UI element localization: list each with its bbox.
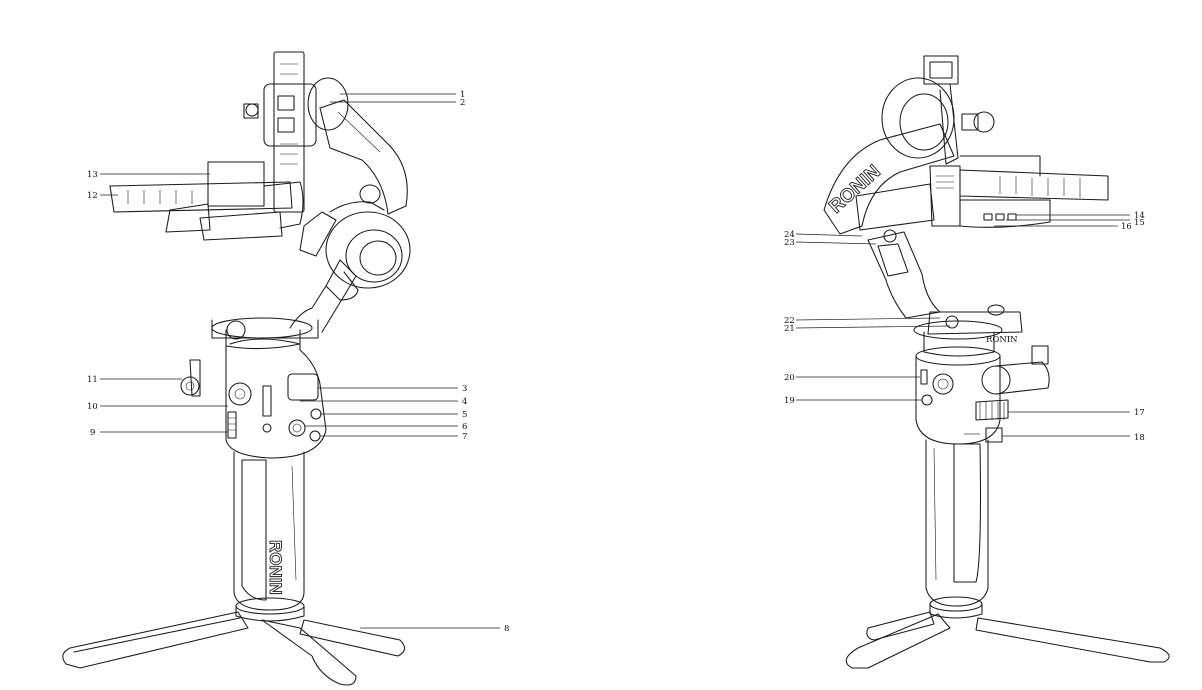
callout-7: 7 (462, 432, 467, 442)
right-port-a (983, 213, 993, 221)
callout-19: 19 (784, 396, 795, 406)
right-trigger (985, 427, 1003, 443)
right-callout-labels: 14 15 16 17 18 19 20 21 22 23 24 (784, 211, 1145, 443)
left-callout-labels: 1 2 3 4 5 6 7 8 9 10 11 12 13 (87, 90, 509, 634)
callout-9: 9 (90, 428, 95, 438)
right-port-c (1007, 213, 1017, 221)
left-ronin-brand: RONIN (266, 540, 285, 595)
left-trigger-button (262, 423, 272, 433)
right-leader-lines (795, 214, 1130, 437)
left-camera-plate (109, 161, 304, 241)
callout-10: 10 (87, 402, 98, 412)
right-handle (925, 439, 989, 607)
right-tilt-motor (881, 55, 995, 165)
callout-8: 8 (504, 624, 509, 634)
right-mode-switch (920, 369, 928, 385)
right-pan-arm (867, 231, 941, 319)
left-side-knob (180, 376, 200, 396)
callout-16: 16 (1121, 222, 1132, 232)
callout-6: 6 (462, 422, 467, 432)
callout-12: 12 (87, 191, 98, 201)
right-mount-knob (932, 373, 954, 395)
left-pan-arm (289, 259, 359, 333)
right-body (915, 345, 1050, 445)
callout-17: 17 (1134, 408, 1145, 418)
left-leader-lines (100, 93, 500, 629)
callout-24: 24 (784, 230, 795, 240)
left-tripod (62, 597, 406, 686)
left-joystick (288, 419, 306, 437)
left-m-button (310, 408, 322, 420)
left-gimbal-view: RONIN (62, 51, 509, 686)
right-ronin-brand: RONIN (825, 161, 885, 218)
callout-22: 22 (784, 316, 795, 326)
callout-3: 3 (462, 384, 467, 394)
left-pan-motor (211, 317, 319, 350)
callout-21: 21 (784, 324, 795, 334)
callout-14: 14 (1134, 211, 1145, 221)
left-body (180, 338, 327, 459)
left-handle: RONIN (233, 451, 305, 611)
right-pan-motor: RONIN (913, 304, 1023, 357)
right-gimbal-view: RONIN RONIN (784, 55, 1170, 669)
callout-15: 15 (1134, 218, 1145, 228)
left-roll-motor (299, 201, 411, 289)
left-tilt-arm (319, 99, 408, 215)
right-pan-brand: RONIN (986, 335, 1018, 345)
right-focus-wheel (975, 399, 1009, 421)
right-tripod (845, 596, 1170, 669)
left-display-screen (287, 373, 319, 401)
left-lock-knob (359, 184, 381, 204)
left-front-dial (227, 411, 237, 439)
callout-20: 20 (784, 373, 795, 383)
callout-11: 11 (87, 375, 98, 385)
callout-2: 2 (460, 98, 465, 108)
left-power-button (309, 430, 321, 442)
callout-5: 5 (462, 410, 467, 420)
left-mount-knob (228, 382, 252, 406)
callout-4: 4 (462, 397, 467, 407)
left-tilt-motor (243, 51, 349, 213)
callout-1: 1 (460, 90, 465, 100)
right-port-b (995, 213, 1005, 221)
right-side-button (921, 394, 933, 406)
callout-18: 18 (1134, 433, 1145, 443)
callout-13: 13 (87, 170, 98, 180)
callout-23: 23 (784, 238, 795, 248)
right-camera-plate (929, 155, 1109, 228)
